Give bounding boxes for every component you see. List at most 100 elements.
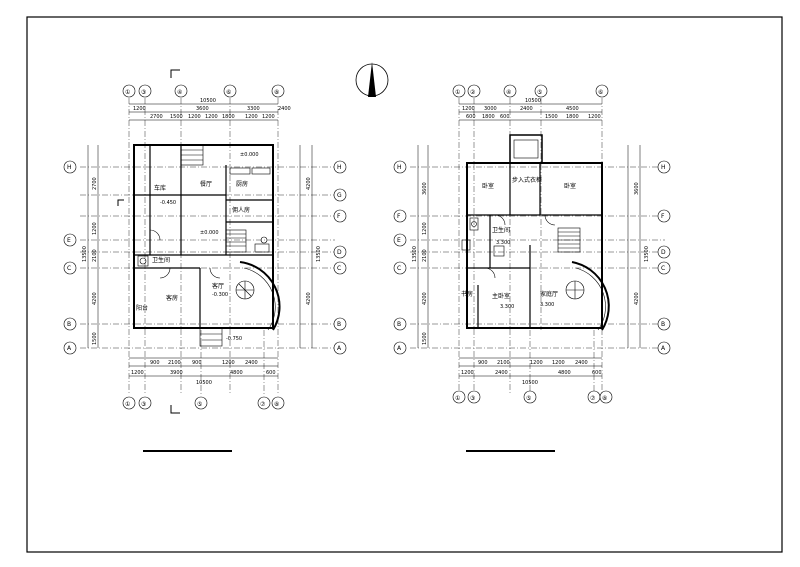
right-axis-bottom-1: ① (455, 395, 460, 402)
left-axis-top-5: ⑧ (274, 89, 279, 96)
right-bottom-seg-1: 1200 (461, 370, 474, 376)
left-top-sub-3: 1200 (188, 114, 201, 120)
left-top-axes: ① ③ ④ ⑥ ⑧ (122, 84, 285, 98)
left-top-seg-4: 2400 (278, 106, 291, 112)
left-bottom-sub-1: 900 (150, 360, 160, 366)
left-room-living: 客厅 (212, 282, 224, 290)
left-bottom-seg-4: 600 (266, 370, 276, 376)
right-raxis-b: B (661, 321, 665, 328)
right-level-3: 3.300 (540, 302, 554, 308)
right-side-dim-2: 1200 (422, 222, 428, 235)
right-top-sub-4: 1500 (545, 114, 558, 120)
sheet-border (26, 16, 783, 553)
right-side-dim-1: 3600 (422, 182, 428, 195)
right-axis-top-4: ⑤ (537, 89, 542, 96)
right-top-seg-1: 1200 (462, 106, 475, 112)
left-room-garage: 车库 (154, 184, 166, 192)
left-top-seg-1: 1200 (133, 106, 146, 112)
left-bottom-sub-5: 2400 (245, 360, 258, 366)
right-room-closet: 步入式衣柜 (512, 176, 542, 184)
right-room-labels: 卧室 步入式衣柜 卧室 卫生间 主卧室 书房 家庭厅 3.300 3.300 3… (461, 176, 576, 310)
right-axis-top-5: ⑥ (598, 89, 603, 96)
left-axis-bottom-4: ⑦ (260, 401, 266, 408)
left-bottom-sub-3: 900 (192, 360, 202, 366)
left-side-dim-5: 1500 (92, 332, 98, 345)
left-side-axes: H E C B A H G F D C B A (63, 160, 347, 355)
right-side-dim-3: 2100 (422, 249, 428, 262)
right-walls (461, 134, 610, 331)
left-axis-top-2: ③ (141, 89, 146, 96)
right-bottom-total: 10500 (522, 380, 538, 386)
left-room-wc: 卫生间 (152, 256, 170, 264)
right-bottom-dims: 900 2100 1200 1200 2400 1200 2400 4800 6… (459, 357, 602, 386)
right-room-bed2: 卧室 (564, 182, 576, 190)
left-raxis-g: G (337, 192, 342, 199)
left-bottom-total: 10500 (196, 380, 212, 386)
left-top-sub-6: 1200 (245, 114, 258, 120)
right-axis-e: E (397, 237, 401, 244)
right-bottom-sub-3: 1200 (530, 360, 543, 366)
left-level-5: ±0.000 (240, 152, 259, 158)
right-raxis-f: F (661, 213, 665, 220)
right-axis-b: B (397, 321, 401, 328)
right-axis-a: A (397, 345, 402, 352)
left-raxis-b: B (337, 321, 341, 328)
right-top-dims: 10500 1200 3000 2400 4500 600 1800 600 1… (459, 98, 602, 121)
left-room-maid: 佣人房 (232, 206, 250, 214)
left-top-sub-2: 1500 (170, 114, 183, 120)
left-side-dim-1: 2700 (92, 177, 98, 190)
right-bottom-sub-2: 2100 (497, 360, 510, 366)
right-room-family: 家庭厅 (540, 290, 558, 298)
left-axis-top-4: ⑥ (226, 89, 231, 96)
right-axis-f: F (397, 213, 401, 220)
right-level-2: 3.300 (500, 304, 514, 310)
right-rside-total: 13500 (644, 246, 650, 262)
left-side-dim-3: 2100 (92, 249, 98, 262)
cut-marks (117, 69, 180, 414)
left-axis-bottom-1: ① (125, 401, 130, 408)
left-bottom-dims: 900 2100 900 1200 2400 1200 3900 4800 60… (129, 357, 278, 386)
left-side-dim-4: 4200 (92, 292, 98, 305)
left-axis-e: E (67, 237, 71, 244)
right-axis-c: C (397, 265, 401, 272)
right-room-study: 书房 (461, 290, 473, 298)
left-axis-a: A (67, 345, 72, 352)
north-arrow-icon (355, 62, 389, 97)
right-side-dims: 3600 1200 2100 4200 1500 13500 3600 4200… (412, 145, 650, 348)
left-bottom-seg-2: 3900 (170, 370, 183, 376)
right-axis-top-1: ① (455, 89, 460, 96)
left-axis-h: H (67, 164, 72, 171)
left-axis-bottom-5: ⑧ (274, 401, 279, 408)
left-level-2: ±0.000 (200, 230, 219, 236)
right-axis-top-3: ④ (506, 89, 511, 96)
left-axis-bottom-3: ⑤ (197, 401, 202, 408)
left-top-sub-5: 1800 (222, 114, 235, 120)
right-bottom-seg-3: 4800 (558, 370, 571, 376)
left-room-terrace: 阳台 (136, 304, 148, 312)
right-axis-bottom-5: ⑧ (602, 395, 607, 402)
right-axis-bottom-2: ③ (470, 395, 475, 402)
left-walls (133, 144, 281, 347)
left-raxis-c: C (337, 265, 341, 272)
right-raxis-d: D (661, 249, 666, 256)
left-top-seg-2: 3600 (196, 106, 209, 112)
left-room-bedroom: 客房 (166, 294, 178, 302)
left-bottom-axes: ① ③ ⑤ ⑦ ⑧ (122, 396, 285, 410)
right-bottom-seg-2: 2400 (495, 370, 508, 376)
left-top-sub-4: 1200 (205, 114, 218, 120)
upper-floor-plan: 10500 1200 3000 2400 4500 600 1800 600 1… (393, 84, 671, 404)
left-room-labels: 车库 餐厅 厨房 佣人房 卫生间 客房 客厅 阳台 -0.450 ±0.000 … (136, 152, 259, 342)
left-raxis-h: H (337, 164, 342, 171)
left-axis-b: B (67, 321, 71, 328)
left-level-4: -0.750 (226, 336, 242, 342)
left-stair (225, 229, 247, 253)
right-side-axes: H F E C B A H F D C B A (393, 160, 671, 355)
left-level-3: -0.300 (212, 292, 228, 298)
left-axis-bottom-2: ③ (141, 401, 146, 408)
right-bottom-sub-5: 2400 (575, 360, 588, 366)
right-side-dim-4: 4200 (422, 292, 428, 305)
right-room-bed1: 卧室 (482, 182, 494, 190)
right-top-seg-2: 3000 (484, 106, 497, 112)
right-bottom-sub-4: 1200 (552, 360, 565, 366)
